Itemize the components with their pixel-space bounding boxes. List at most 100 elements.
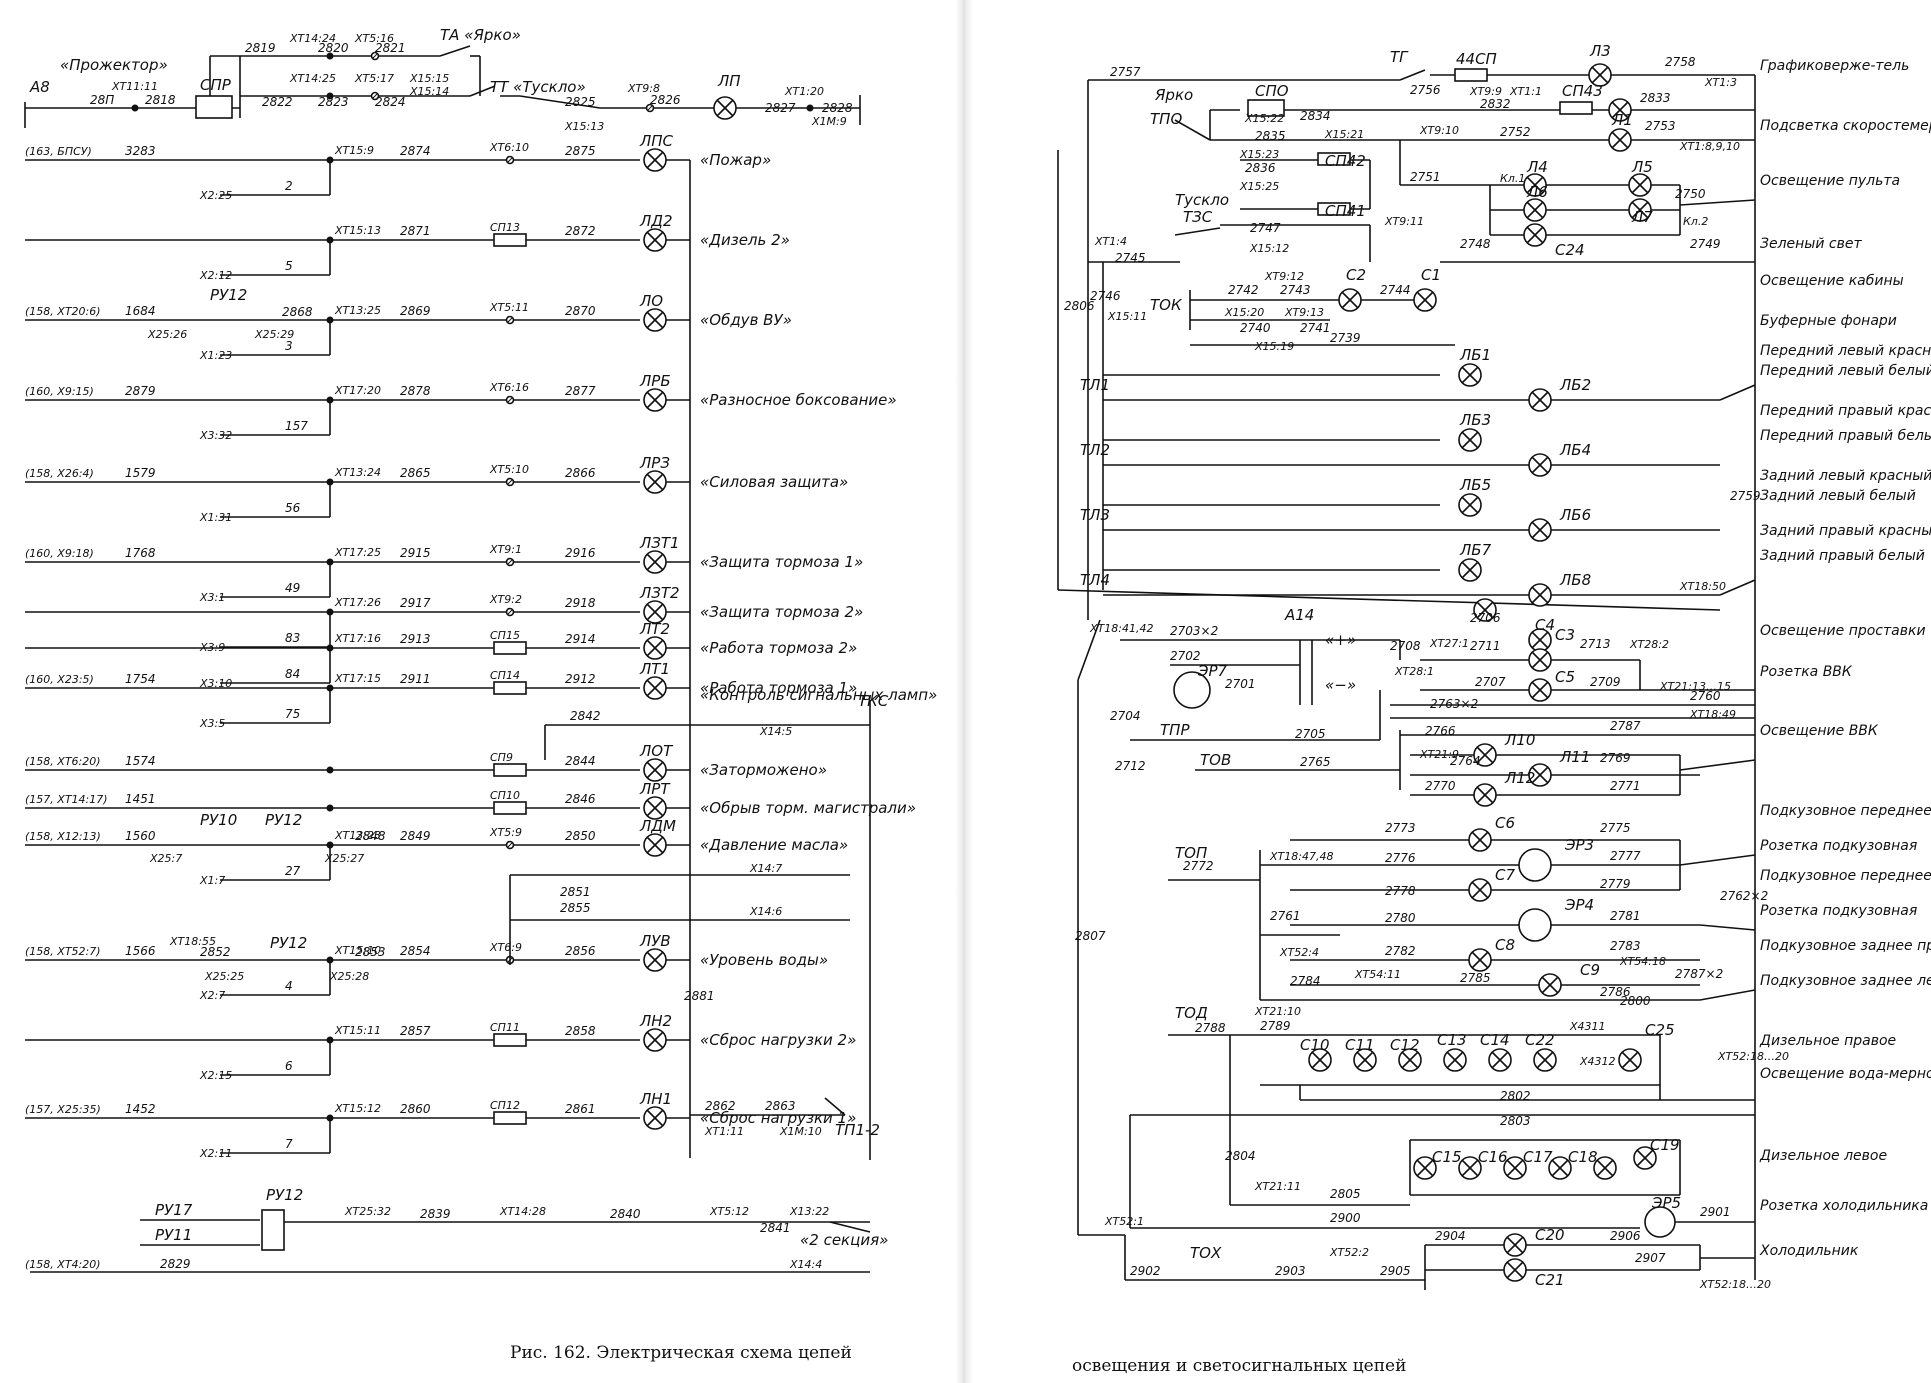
- misc-label: ХТ1:1: [1509, 85, 1542, 98]
- wire-number: 2820: [318, 41, 349, 55]
- misc-label: Л11: [1559, 748, 1590, 766]
- source-ref: (157, Х25:35): [25, 1103, 101, 1116]
- misc-label: 2712: [1115, 759, 1146, 773]
- signal-name: «Уровень воды»: [700, 951, 828, 969]
- right-function-label: Освещение вода-мерного стекла: [1760, 1066, 1931, 1082]
- misc-label: Х25:28: [329, 970, 369, 983]
- top-circuit: [24, 45, 861, 128]
- misc-label: Л1: [1611, 111, 1633, 129]
- signal-lamp-icon: [643, 833, 667, 857]
- lamp-icon: [1468, 878, 1492, 902]
- misc-label: С5: [1555, 668, 1575, 686]
- lamp-icon: [1443, 1048, 1467, 1072]
- wire-number: 2871: [400, 224, 431, 238]
- right-function-label: Розетка ВВК: [1760, 664, 1853, 680]
- misc-label: ХТ27:1: [1429, 637, 1469, 650]
- wire-number: 2844: [565, 754, 596, 768]
- lamp-icon: [1528, 583, 1552, 607]
- terminal: ХТ17:16: [334, 632, 381, 645]
- misc-label: СП43: [1562, 82, 1603, 100]
- terminal: ХТ13:23: [334, 829, 381, 842]
- terminal: Х1М:9: [811, 115, 847, 128]
- lamp-icon: [1458, 363, 1482, 387]
- misc-label: 2907: [1635, 1251, 1666, 1265]
- misc-label: ТП1-2: [835, 1121, 880, 1139]
- misc-label: ХТ5:12: [709, 1205, 749, 1218]
- branch-terminal: Х1:23: [199, 349, 232, 362]
- right-function-label: Розетка подкузовная: [1760, 838, 1917, 854]
- wire-number: 28П: [90, 93, 114, 107]
- wire-number: 2821: [375, 41, 406, 55]
- misc-label: РУ12: [265, 811, 302, 829]
- wire-number: 2825: [565, 95, 596, 109]
- junction-dot: [325, 803, 335, 813]
- wire-number: 2858: [565, 1024, 596, 1038]
- terminal-or-resistor: ХТ9:1: [489, 543, 522, 556]
- misc-label: 2770: [1425, 779, 1456, 793]
- wire-number: 2916: [565, 546, 596, 560]
- lamp-icon: [1503, 1258, 1527, 1282]
- source-ref: (158, Х12:13): [25, 830, 101, 843]
- misc-label: Л7: [1631, 208, 1653, 226]
- misc-label: 2853: [355, 945, 386, 959]
- branch-terminal: Х3:10: [199, 677, 232, 690]
- misc-label: 2840: [610, 1207, 641, 1221]
- branch-terminal: Х1:31: [199, 511, 232, 524]
- wire-number: 1452: [125, 1102, 156, 1116]
- misc-label: ТЛ2: [1080, 441, 1110, 459]
- terminal-or-resistor: ХТ6:9: [489, 941, 522, 954]
- misc-label: Х15:25: [1239, 180, 1279, 193]
- wire-number: 2818: [145, 93, 176, 107]
- misc-label: 2773: [1385, 821, 1416, 835]
- misc-label: Х25:26: [147, 328, 187, 341]
- misc-label: 2713: [1580, 637, 1611, 651]
- lamp-label: ЛРЗ: [639, 454, 670, 472]
- misc-label: Х14:4: [789, 1258, 822, 1271]
- lamp-icon: [1468, 948, 1492, 972]
- source-ref: (158, ХТ6:20): [25, 755, 101, 768]
- misc-label: ЛБ7: [1459, 541, 1492, 559]
- misc-label: 2766: [1425, 724, 1456, 738]
- branch-wire-number: 56: [285, 501, 301, 515]
- misc-label: А14: [1284, 606, 1314, 624]
- misc-label: ЛБ4: [1559, 441, 1591, 459]
- misc-label: 2760: [1690, 689, 1721, 703]
- resistor-icon: [493, 1033, 527, 1047]
- misc-label: 2788: [1195, 1021, 1226, 1035]
- terminal-or-resistor: СП9: [490, 751, 513, 764]
- signal-lamp-icon: [643, 470, 667, 494]
- misc-label: Л12: [1504, 769, 1535, 787]
- terminal: Х15:13: [564, 120, 604, 133]
- terminal-or-resistor: СП15: [490, 629, 520, 642]
- switch-ta-label: ТА «Ярко»: [440, 26, 521, 44]
- misc-label: 2784: [1290, 974, 1321, 988]
- ru12-relay: [261, 1209, 285, 1251]
- lamp-icon: [1538, 973, 1562, 997]
- wire-number: 2866: [565, 466, 596, 480]
- misc-label: 2842: [570, 709, 601, 723]
- socket-icon: [1518, 908, 1552, 942]
- misc-label: ЛБ6: [1559, 506, 1591, 524]
- source-ref: (163, БПСУ): [25, 145, 92, 158]
- misc-label: РУ12: [270, 934, 307, 952]
- right-function-label: Подкузовное переднее левое: [1760, 803, 1931, 819]
- misc-label: ТОВ: [1200, 751, 1231, 769]
- signal-name: «Силовая защита»: [700, 473, 848, 491]
- misc-label: ЭР3: [1564, 836, 1594, 854]
- misc-label: С7: [1495, 866, 1515, 884]
- signal-lamp-icon: [643, 388, 667, 412]
- misc-label: ТГ: [1390, 48, 1409, 66]
- misc-label: ЭР5: [1651, 1194, 1681, 1212]
- misc-label: Х25:25: [204, 970, 244, 983]
- misc-label: 2771: [1610, 779, 1641, 793]
- misc-label: 2757: [1110, 65, 1141, 79]
- wire-number: 2854: [400, 944, 431, 958]
- misc-label: 2762×2: [1720, 889, 1768, 903]
- misc-label: 2900: [1330, 1211, 1361, 1225]
- misc-label: 2906: [1610, 1229, 1641, 1243]
- misc-label: ТЗС: [1183, 208, 1213, 226]
- lamp-icon: [1523, 198, 1547, 222]
- book-gutter: [955, 0, 973, 1383]
- misc-label: «Контроль сигнальных ламп»: [700, 686, 937, 704]
- misc-label: ХТ18:41,42: [1089, 622, 1153, 635]
